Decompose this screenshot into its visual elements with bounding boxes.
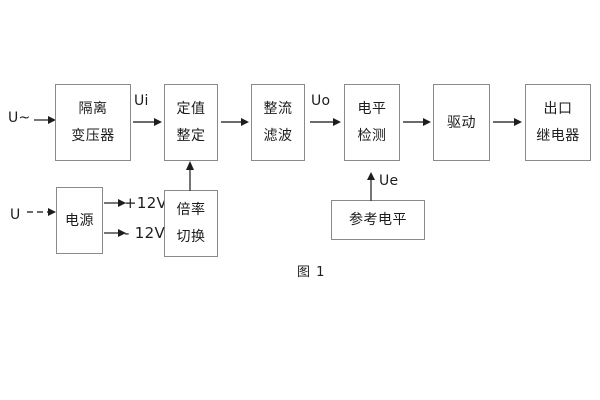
block-level-detection-line-1: 电平 [357, 101, 387, 117]
signal-label-uo: Uo [311, 93, 331, 109]
block-level-detection-line-2: 检测 [357, 128, 387, 144]
block-output-relay-line-2: 继电器 [536, 128, 580, 144]
block-level-detection[interactable]: 电平 检测 [344, 84, 400, 161]
block-rectify-filter-line-2: 滤波 [263, 128, 293, 144]
block-output-relay-line-1: 出口 [543, 101, 573, 117]
block-reference-level-line-1: 参考电平 [349, 212, 407, 228]
block-isolation-transformer-line-1: 隔离 [78, 101, 108, 117]
arrow-rectify-filter-to-level-detection [310, 117, 341, 127]
arrow-setting-value-to-rectify-filter [221, 117, 249, 127]
block-drive-line-1: 驱动 [447, 114, 476, 131]
arrow-reference-level-to-level-detection [366, 172, 376, 201]
voltage-label-pos12v: +12V [124, 194, 168, 212]
arrow-input-to-isolation-transformer [34, 115, 56, 125]
signal-label-ui: Ui [134, 93, 149, 109]
block-setting-value[interactable]: 定值 整定 [164, 84, 218, 161]
arrow-level-detection-to-drive [403, 117, 431, 127]
block-reference-level[interactable]: 参考电平 [331, 200, 425, 240]
block-multiplier-switch-line-2: 切换 [176, 229, 206, 245]
block-output-relay[interactable]: 出口 继电器 [525, 84, 591, 161]
input-label-u-dc: U [10, 207, 21, 223]
arrow-input-to-power-supply [27, 207, 56, 217]
block-isolation-transformer-line-2: 变压器 [71, 128, 115, 144]
arrow-power-supply-pos12v [104, 198, 126, 208]
block-power-supply[interactable]: 电源 [56, 187, 103, 254]
block-drive[interactable]: 驱动 [433, 84, 490, 161]
block-rectify-filter[interactable]: 整流 滤波 [251, 84, 305, 161]
block-setting-value-line-2: 整定 [176, 128, 206, 144]
block-rectify-filter-line-1: 整流 [263, 101, 293, 117]
block-setting-value-line-1: 定值 [176, 101, 206, 117]
arrow-power-supply-neg12v [104, 228, 126, 238]
arrow-drive-to-output-relay [493, 117, 522, 127]
block-power-supply-line-1: 电源 [65, 212, 94, 229]
figure-caption: 图 1 [297, 265, 326, 280]
input-label-u-ac: U~ [8, 110, 31, 126]
arrow-multiplier-switch-to-setting-value [185, 161, 195, 191]
signal-label-ue: Ue [379, 173, 399, 189]
block-multiplier-switch-line-1: 倍率 [176, 202, 206, 218]
arrow-isolation-transformer-to-setting-value [133, 117, 162, 127]
block-multiplier-switch[interactable]: 倍率 切换 [164, 190, 218, 257]
block-isolation-transformer[interactable]: 隔离 变压器 [55, 84, 131, 161]
voltage-label-neg12v: - 12V [124, 224, 166, 242]
